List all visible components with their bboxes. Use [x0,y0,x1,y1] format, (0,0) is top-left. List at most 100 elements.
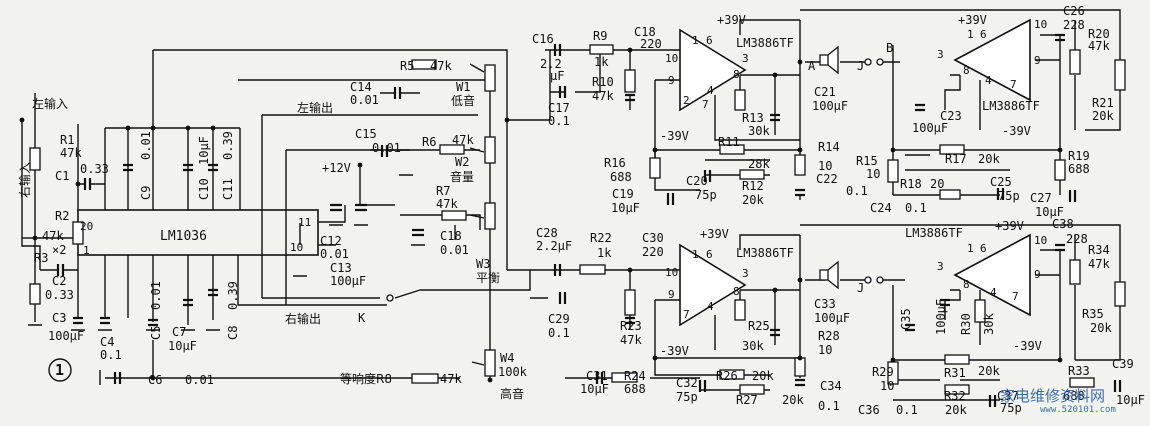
label-c28: C28 [536,226,558,240]
svg-text:4: 4 [990,286,997,299]
resistor-r33 [1069,377,1095,388]
label-c12: C12 [320,234,342,248]
label-c17: C17 [548,101,570,115]
switch-j-upper [864,58,872,66]
value-r7: 47k [436,197,458,211]
value-c9: 0.01 [139,131,153,160]
label-c30: C30 [642,231,664,245]
speaker-upper [819,45,839,75]
label-r31: R31 [944,366,966,380]
label-r2: R2 [55,209,69,223]
resistor-r32 [944,384,970,395]
amp2-label: LM3886TF [982,99,1040,113]
value-c33: 100μF [814,311,850,325]
resistor-r15 [887,159,899,183]
label-r33: R33 [1068,364,1090,378]
label-c16: C16 [532,32,554,46]
value-r5: 47k [430,59,452,73]
capacitors-left [40,87,424,384]
value-r25: 30k [742,339,764,353]
resistors-right [579,44,1126,395]
svg-text:9: 9 [668,74,675,87]
svg-text:7: 7 [702,98,709,111]
resistor-r3 [29,283,41,305]
value-c21: 100μF [812,99,848,113]
value-r35: 20k [1090,321,1112,335]
opamp-upper-left [679,28,747,112]
label-r21: R21 [1092,96,1114,110]
labels-amps: C16 2.2 μF C17 0.1 R9 1k R10 47k C18 220… [532,4,1145,417]
name-w1: 低音 [451,93,475,108]
value-c37: 75p [1000,401,1022,415]
label-r17: R17 [945,152,967,166]
opamps [679,18,1031,327]
value-r9: 1k [594,55,609,69]
value-r26: 20k [752,369,774,383]
svg-text:2: 2 [683,94,690,107]
svg-text:7: 7 [1010,78,1017,91]
label-r18: R18 [900,177,922,191]
label-r10: R10 [592,75,614,89]
resistor-r5 [411,59,437,70]
value-c16: 2.2 [540,57,562,71]
resistor-r31 [944,354,970,365]
resistor-r24 [611,372,638,383]
pot-w4 [484,349,496,377]
label-c15: C15 [355,127,377,141]
svg-text:4: 4 [707,300,714,313]
resistor-r10 [624,69,636,93]
value-c7: 10μF [168,339,197,353]
svg-text:6: 6 [706,34,713,47]
value-c18: 0.01 [440,243,469,257]
label-39v-pos-1: +39V [717,13,746,27]
label-r19: R19 [1068,149,1090,163]
value-c36: 0.1 [896,403,918,417]
label-r12: R12 [742,179,764,193]
name-w3: 平衡 [476,271,500,285]
svg-text:1: 1 [692,34,699,47]
label-c5: C5 [149,326,163,340]
label-node-k: K [358,311,366,325]
value-c38: 228 [1066,232,1088,246]
pot-w1 [484,64,496,92]
svg-text:3: 3 [937,48,944,61]
value-c10: 10μF [197,136,211,165]
label-right-input: 右输入 [17,162,32,198]
label-c9: C9 [139,186,153,200]
svg-text:4: 4 [707,84,714,97]
value-r19: 688 [1068,162,1090,176]
amp1-label: LM3886TF [736,36,794,50]
label-r14: R14 [818,140,840,154]
name-w4: 高音 [500,386,524,401]
value-r10: 47k [592,89,614,103]
resistor-r22 [579,264,606,275]
value-r30: 30k [982,313,996,335]
value-c35: 100μF [934,299,948,335]
resistor-r16 [649,157,661,179]
label-c18b: C18 [634,25,656,39]
resistor-r21 [1114,59,1126,91]
label-r15: R15 [856,154,878,168]
label-r8: 等响度R8 [340,371,392,386]
label-c34: C34 [820,379,842,393]
value-r12: 20k [742,193,764,207]
ic-pin-10: 10 [290,241,303,254]
resistor-r27 [739,384,765,395]
label-r30: R30 [959,313,973,335]
label-node-b: B [886,41,893,55]
label-r6: R6 [422,135,436,149]
value-c11: 0.39 [221,131,235,160]
label-39v-neg-2: -39V [1002,124,1031,138]
value-r33: 688 [1063,389,1085,403]
label-node-a: A [808,59,816,73]
resistor-r35 [1114,281,1126,307]
label-c1: C1 [55,169,69,183]
value-c39: 10μF [1116,393,1145,407]
label-c2: C2 [52,274,66,288]
label-c29: C29 [548,312,570,326]
svg-text:8: 8 [963,278,970,291]
resistor-r19 [1054,159,1066,181]
label-c20: C20 [686,174,708,188]
label-r3: R3 [34,251,48,265]
label-r9: R9 [593,29,607,43]
